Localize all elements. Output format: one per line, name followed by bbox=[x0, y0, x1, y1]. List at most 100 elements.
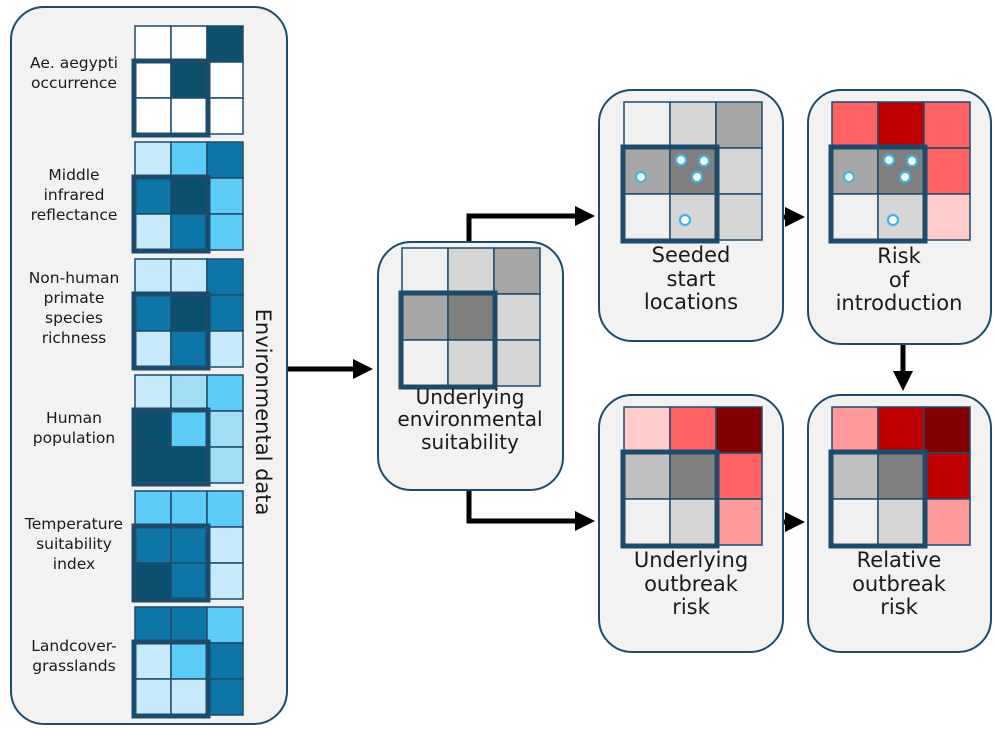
grid-cell bbox=[206, 678, 244, 716]
grid-cell bbox=[134, 642, 172, 680]
grid-cell bbox=[493, 339, 541, 387]
seeded-grid bbox=[620, 101, 763, 244]
grid-cell bbox=[170, 374, 208, 412]
grid-cell bbox=[206, 258, 244, 296]
grid-cell bbox=[669, 101, 717, 149]
grid-cell bbox=[447, 293, 495, 341]
grid-highlight bbox=[620, 144, 720, 244]
grid-cell bbox=[206, 642, 244, 680]
env-layer-grid bbox=[131, 141, 244, 254]
grid-cell bbox=[669, 406, 717, 454]
grid-cell bbox=[923, 406, 971, 454]
grid-cell bbox=[831, 452, 879, 500]
grid-cell bbox=[447, 339, 495, 387]
grid-cell bbox=[669, 193, 717, 241]
grid-cell bbox=[715, 147, 763, 195]
env-layer-label: Landcover-grasslands bbox=[31, 637, 117, 676]
seed-point bbox=[882, 153, 896, 167]
grid-cell bbox=[715, 406, 763, 454]
grid-cell bbox=[493, 247, 541, 295]
grid-cell bbox=[134, 606, 172, 644]
grid-cell bbox=[877, 101, 925, 149]
grid-cell bbox=[134, 678, 172, 716]
grid-cell bbox=[170, 562, 208, 600]
grid-cell bbox=[877, 498, 925, 546]
grid-cell bbox=[134, 294, 172, 332]
grid-cell bbox=[401, 339, 449, 387]
grid-highlight bbox=[131, 291, 211, 371]
grid-cell bbox=[206, 61, 244, 99]
grid-cell bbox=[170, 606, 208, 644]
seed-point bbox=[898, 170, 912, 184]
grid-cell bbox=[170, 678, 208, 716]
arrow-suitability-to-outbreak bbox=[466, 491, 595, 531]
grid-cell bbox=[923, 147, 971, 195]
grid-cell bbox=[170, 97, 208, 135]
grid-cell bbox=[206, 97, 244, 135]
seed-point bbox=[886, 213, 900, 227]
grid-cell bbox=[206, 330, 244, 368]
grid-highlight bbox=[131, 174, 211, 254]
grid-cell bbox=[715, 498, 763, 546]
grid-cell bbox=[715, 452, 763, 500]
grid-cell bbox=[170, 25, 208, 63]
grid-cell bbox=[134, 61, 172, 99]
grid-cell bbox=[134, 177, 172, 215]
grid-cell bbox=[170, 490, 208, 528]
grid-cell bbox=[623, 101, 671, 149]
seed-point bbox=[690, 170, 704, 184]
grid-cell bbox=[831, 147, 879, 195]
grid-cell bbox=[206, 410, 244, 448]
env-layer-grid bbox=[131, 606, 244, 719]
grid-cell bbox=[206, 177, 244, 215]
grid-cell bbox=[206, 490, 244, 528]
grid-cell bbox=[206, 606, 244, 644]
seed-point bbox=[674, 153, 688, 167]
grid-cell bbox=[831, 193, 879, 241]
suitability-grid bbox=[398, 247, 541, 390]
grid-cell bbox=[623, 193, 671, 241]
seed-point bbox=[905, 154, 919, 168]
grid-cell bbox=[134, 410, 172, 448]
grid-cell bbox=[623, 406, 671, 454]
grid-cell bbox=[923, 193, 971, 241]
grid-cell bbox=[206, 294, 244, 332]
grid-cell bbox=[134, 97, 172, 135]
grid-highlight bbox=[828, 144, 928, 244]
grid-cell bbox=[923, 498, 971, 546]
grid-cell bbox=[134, 526, 172, 564]
grid-cell bbox=[877, 406, 925, 454]
grid-cell bbox=[170, 213, 208, 251]
grid-highlight bbox=[131, 58, 211, 138]
grid-highlight bbox=[620, 449, 720, 549]
grid-cell bbox=[134, 213, 172, 251]
arrow-suitability-to-seeded bbox=[466, 206, 595, 241]
grid-cell bbox=[669, 452, 717, 500]
grid-cell bbox=[134, 374, 172, 412]
grid-cell bbox=[401, 293, 449, 341]
grid-highlight bbox=[398, 290, 498, 390]
grid-cell bbox=[669, 498, 717, 546]
grid-cell bbox=[134, 25, 172, 63]
grid-cell bbox=[623, 498, 671, 546]
grid-highlight bbox=[828, 449, 928, 549]
grid-cell bbox=[831, 498, 879, 546]
env-layer-grid bbox=[131, 25, 244, 138]
grid-cell bbox=[715, 101, 763, 149]
grid-cell bbox=[206, 446, 244, 484]
grid-cell bbox=[170, 294, 208, 332]
grid-cell bbox=[877, 147, 925, 195]
grid-cell bbox=[134, 141, 172, 179]
grid-cell bbox=[170, 330, 208, 368]
introduction-grid bbox=[828, 101, 971, 244]
grid-cell bbox=[877, 452, 925, 500]
